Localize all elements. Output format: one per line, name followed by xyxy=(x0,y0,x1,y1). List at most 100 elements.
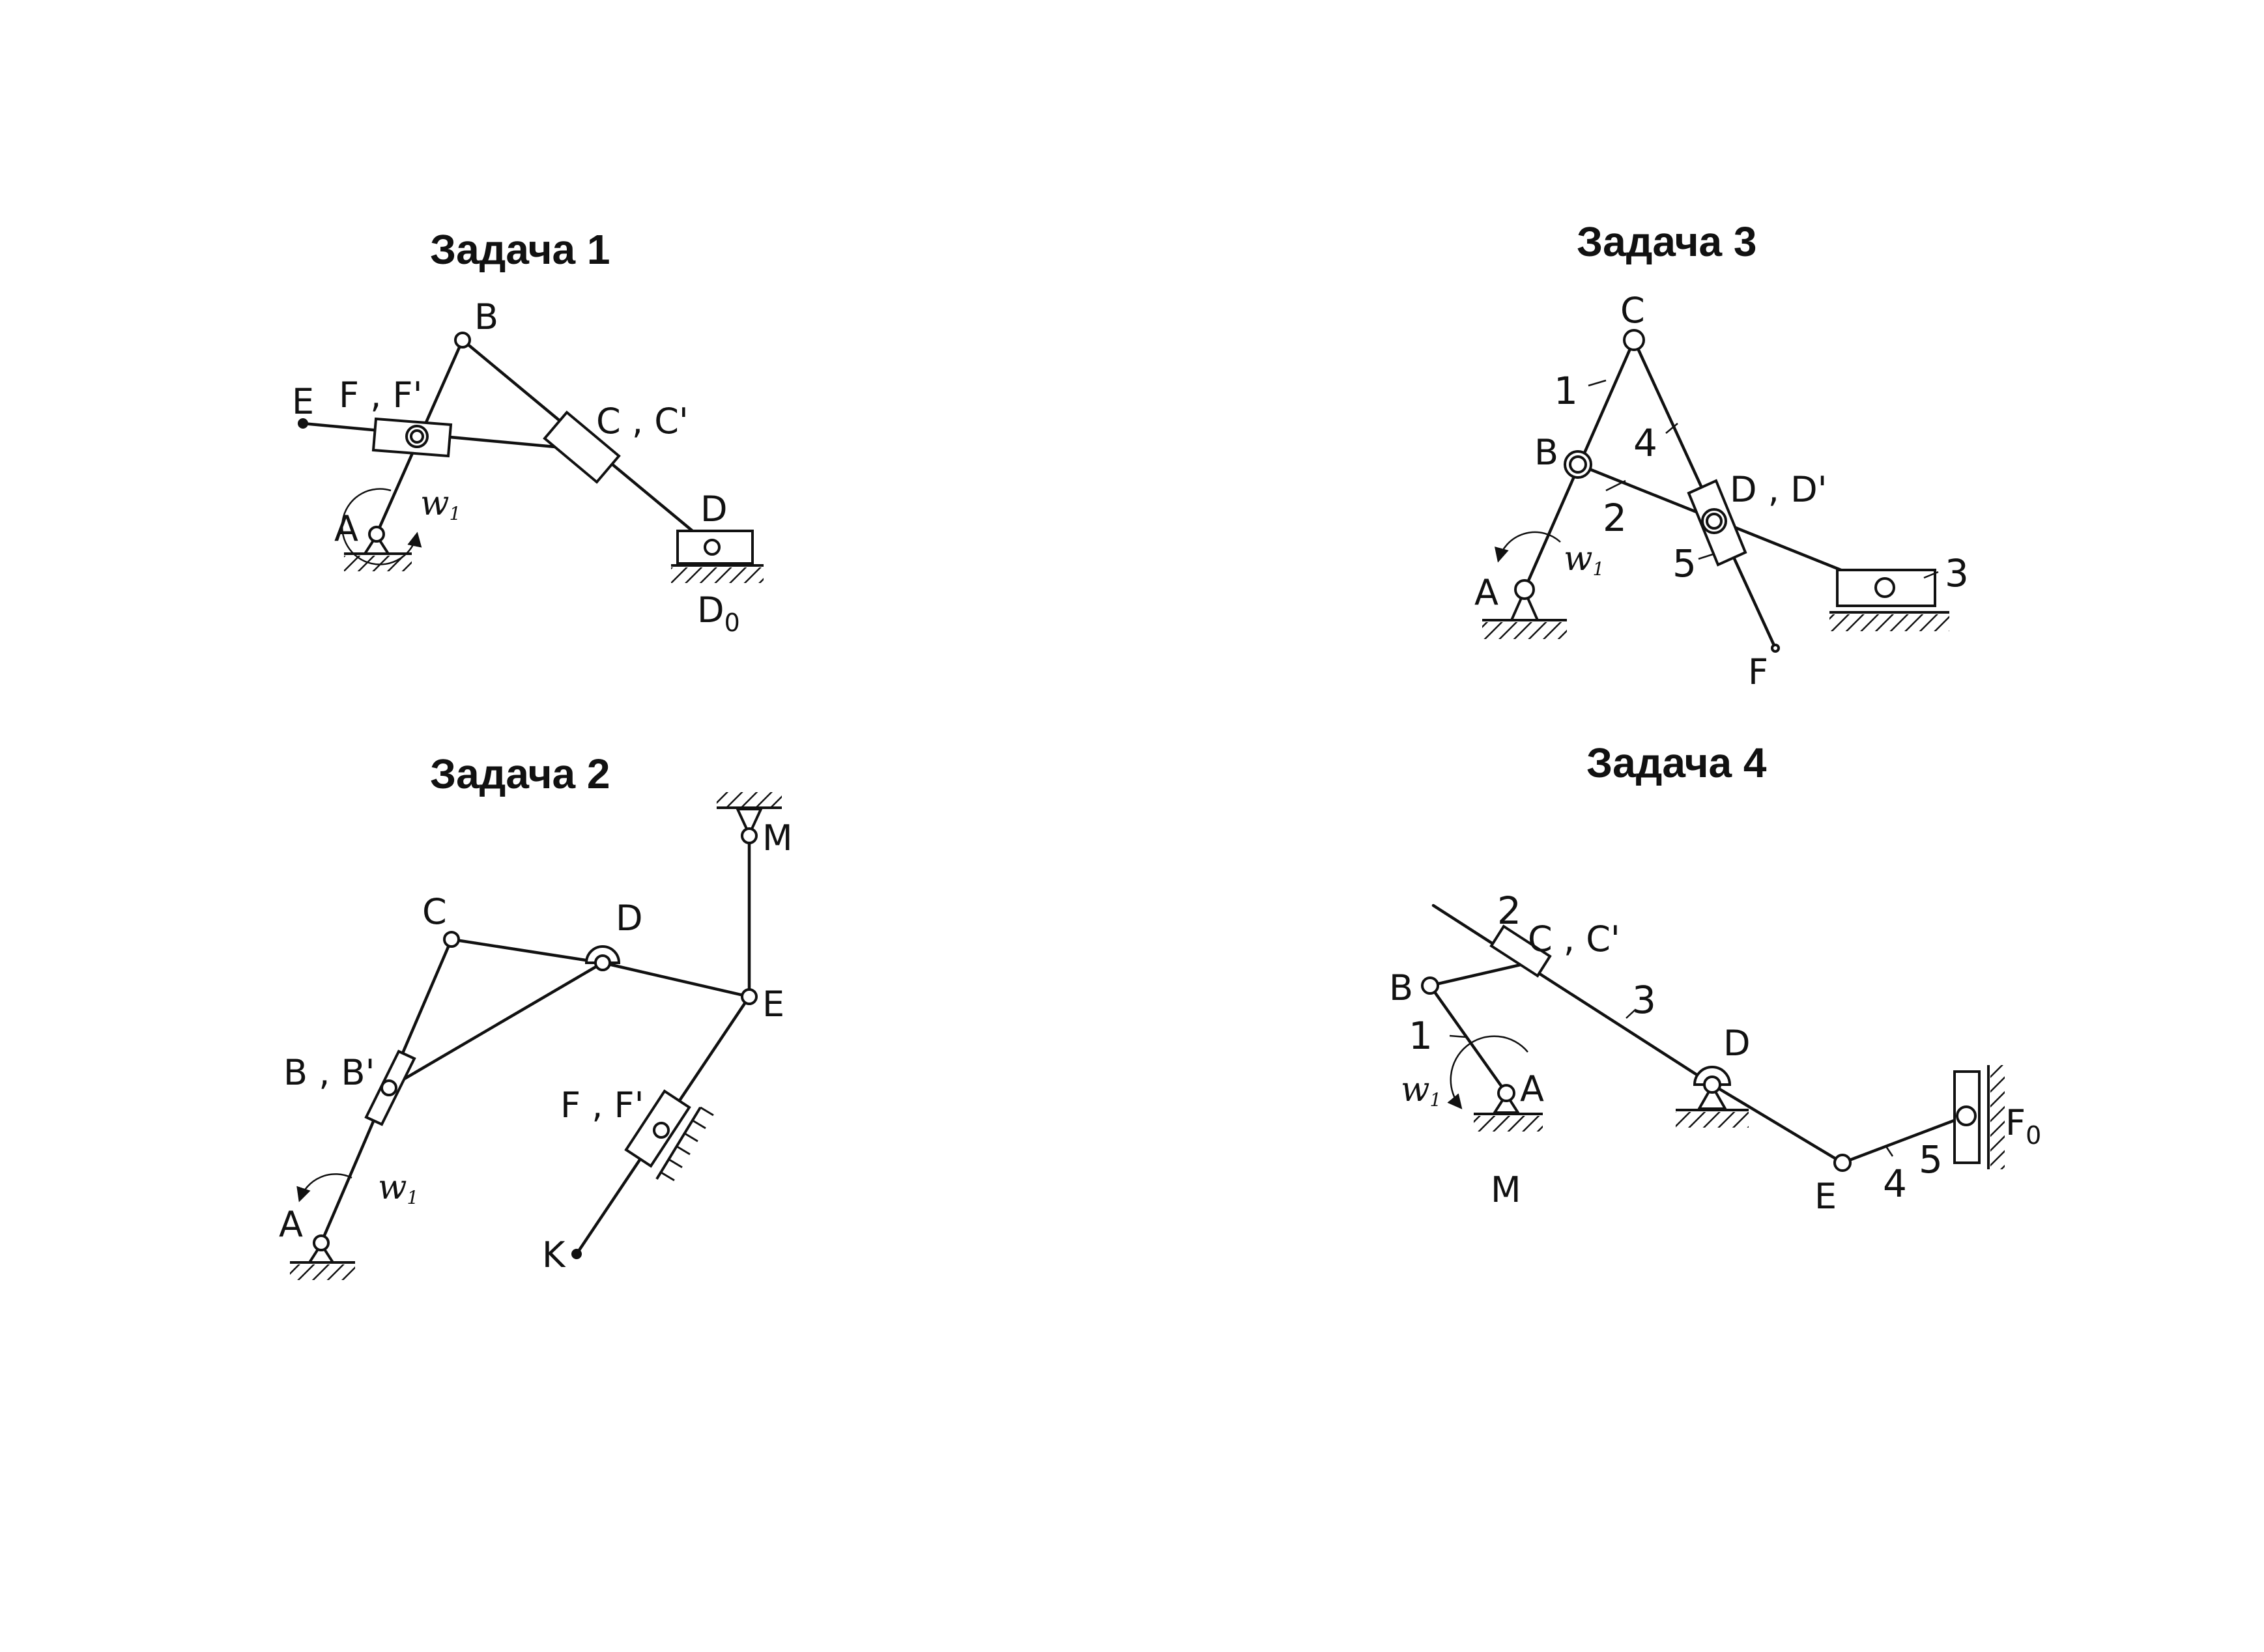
link-4-ef xyxy=(1841,1114,1968,1165)
leader-3 xyxy=(1923,571,1939,579)
label-k: K xyxy=(542,1234,566,1275)
label-f0: F0 xyxy=(2005,1102,2041,1150)
joint-3 xyxy=(1874,577,1895,598)
leader-5 xyxy=(1698,552,1715,560)
joint-a xyxy=(1514,579,1535,600)
slider-2 xyxy=(1489,924,1552,978)
label-b: B xyxy=(1534,432,1558,473)
label-d: D , D' xyxy=(1730,469,1827,510)
joint-c xyxy=(1623,329,1645,351)
omega-label: w1 xyxy=(378,1168,418,1208)
problem-2: Задача 2 xyxy=(279,750,793,1280)
joint-f xyxy=(653,1122,670,1139)
ground-d-hatch xyxy=(671,567,764,583)
omega-label: w1 xyxy=(1564,539,1604,580)
link-cd xyxy=(450,937,605,965)
joint-d xyxy=(594,954,611,971)
label-f: F xyxy=(1748,651,1768,692)
label-b: B xyxy=(1389,967,1413,1008)
joint-f xyxy=(1956,1105,1977,1126)
joint-a xyxy=(368,526,385,543)
slider-c xyxy=(543,410,621,484)
label-a: A xyxy=(334,508,358,549)
problem-4-title: Задача 4 xyxy=(1586,739,1767,786)
link-number-1: 1 xyxy=(1409,1014,1433,1058)
label-f: F , F' xyxy=(560,1085,644,1126)
label-m: M xyxy=(762,818,793,859)
joint-a xyxy=(1497,1084,1515,1102)
link-bd xyxy=(387,961,605,1090)
label-m: M xyxy=(1491,1169,1521,1210)
label-b: B , B' xyxy=(283,1052,375,1093)
label-d: D xyxy=(700,489,728,530)
link-number-5: 5 xyxy=(1919,1137,1943,1182)
label-a: A xyxy=(279,1204,303,1245)
joint-b xyxy=(1569,455,1587,474)
omega-arrow xyxy=(296,1173,352,1203)
support-m xyxy=(735,808,764,838)
label-e: E xyxy=(762,984,784,1025)
guide-f-hatch xyxy=(661,1106,714,1182)
leader-2 xyxy=(1605,479,1626,492)
problem-1-title: Задача 1 xyxy=(430,226,610,273)
leader-4 xyxy=(1885,1146,1894,1157)
problem-4: Задача 4 w1 xyxy=(1389,739,2041,1217)
problem-3-title: Задача 3 xyxy=(1577,218,1756,265)
label-f: F , F' xyxy=(339,375,422,416)
link-number-1: 1 xyxy=(1554,369,1578,413)
label-d: D xyxy=(616,898,643,939)
link-number-5: 5 xyxy=(1672,541,1697,586)
label-c: C xyxy=(422,891,447,932)
joint-m xyxy=(741,827,758,844)
label-a: A xyxy=(1520,1068,1544,1109)
label-c: C , C' xyxy=(1528,919,1620,960)
crank-1-ab xyxy=(1428,984,1508,1095)
link-number-3: 3 xyxy=(1632,978,1656,1022)
guide-f-hatch xyxy=(1990,1065,2005,1169)
link-number-4: 4 xyxy=(1633,421,1657,465)
label-b: B xyxy=(474,296,498,337)
ground-a-hatch xyxy=(1474,1116,1543,1132)
omega-label: w1 xyxy=(1401,1070,1441,1111)
ground-a-hatch xyxy=(1482,622,1567,639)
link-3-guide xyxy=(1431,904,1714,1087)
link-number-2: 2 xyxy=(1603,496,1627,540)
leader-4 xyxy=(1665,423,1678,434)
joint-f-inner xyxy=(410,429,424,444)
leader-3 xyxy=(1626,1009,1636,1019)
link-number-2: 2 xyxy=(1497,889,1521,933)
ground-3-hatch xyxy=(1829,614,1949,631)
label-e: E xyxy=(292,381,314,422)
joint-b xyxy=(380,1079,397,1096)
link-number-3: 3 xyxy=(1945,551,1969,595)
omega-arrow xyxy=(1494,531,1561,563)
link-de xyxy=(1710,1083,1844,1165)
leader-1 xyxy=(1588,379,1607,387)
label-c: C xyxy=(1620,290,1645,331)
point-e xyxy=(298,418,308,429)
problem-2-title: Задача 2 xyxy=(430,750,610,797)
point-f xyxy=(1771,644,1780,653)
problem-1: Задача 1 w1 B E F , F' C , C' A xyxy=(292,226,764,637)
ground-d-hatch xyxy=(1676,1112,1749,1128)
ground-a-hatch xyxy=(290,1264,355,1280)
joint-d xyxy=(704,539,721,556)
label-d0: D0 xyxy=(697,590,740,637)
problem-3: Задача 3 w1 C B xyxy=(1474,218,1969,692)
joint-c xyxy=(443,931,460,948)
joint-b xyxy=(1421,976,1439,995)
link-number-4: 4 xyxy=(1883,1161,1907,1206)
omega-label: w1 xyxy=(420,484,461,524)
leader-1 xyxy=(1449,1034,1467,1038)
guide-f xyxy=(655,1106,702,1180)
point-k xyxy=(571,1249,582,1259)
joint-e xyxy=(741,988,758,1005)
joint-b xyxy=(454,332,471,349)
label-c: C , C' xyxy=(596,401,689,442)
label-d: D xyxy=(1723,1023,1751,1064)
joint-e xyxy=(1833,1154,1852,1172)
joint-d xyxy=(1703,1075,1721,1094)
ground-m-hatch xyxy=(717,792,782,806)
joint-d xyxy=(1706,513,1723,530)
omega-arrow xyxy=(1447,1035,1528,1109)
